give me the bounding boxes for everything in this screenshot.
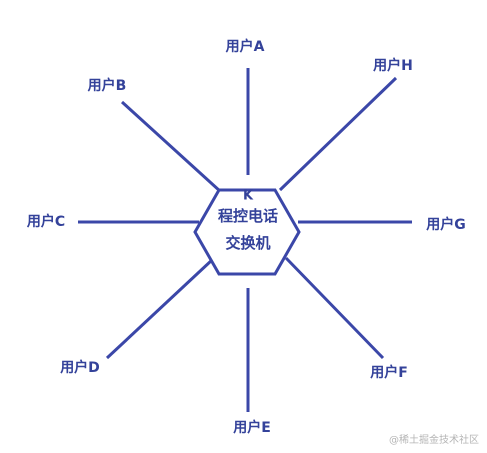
watermark: @稀土掘金技术社区 xyxy=(389,435,479,446)
switch-name-line1: 程控电话 xyxy=(217,207,279,225)
switch-name-line2: 交换机 xyxy=(225,234,271,252)
user-label-b: 用户B xyxy=(87,78,127,94)
user-label-c: 用户C xyxy=(26,214,66,230)
switch-id-label: K xyxy=(242,188,254,204)
connection-line-h xyxy=(278,76,398,192)
user-label-d: 用户D xyxy=(60,360,100,376)
user-label-a: 用户A xyxy=(225,39,265,55)
connection-line-d xyxy=(105,258,214,360)
connection-line-b xyxy=(120,100,223,194)
connection-line-f xyxy=(284,256,385,360)
switch-hexagon xyxy=(193,188,301,276)
user-label-h: 用户H xyxy=(373,58,413,74)
user-label-f: 用户F xyxy=(370,365,408,381)
user-label-g: 用户G xyxy=(426,217,466,233)
user-label-e: 用户E xyxy=(233,420,271,436)
